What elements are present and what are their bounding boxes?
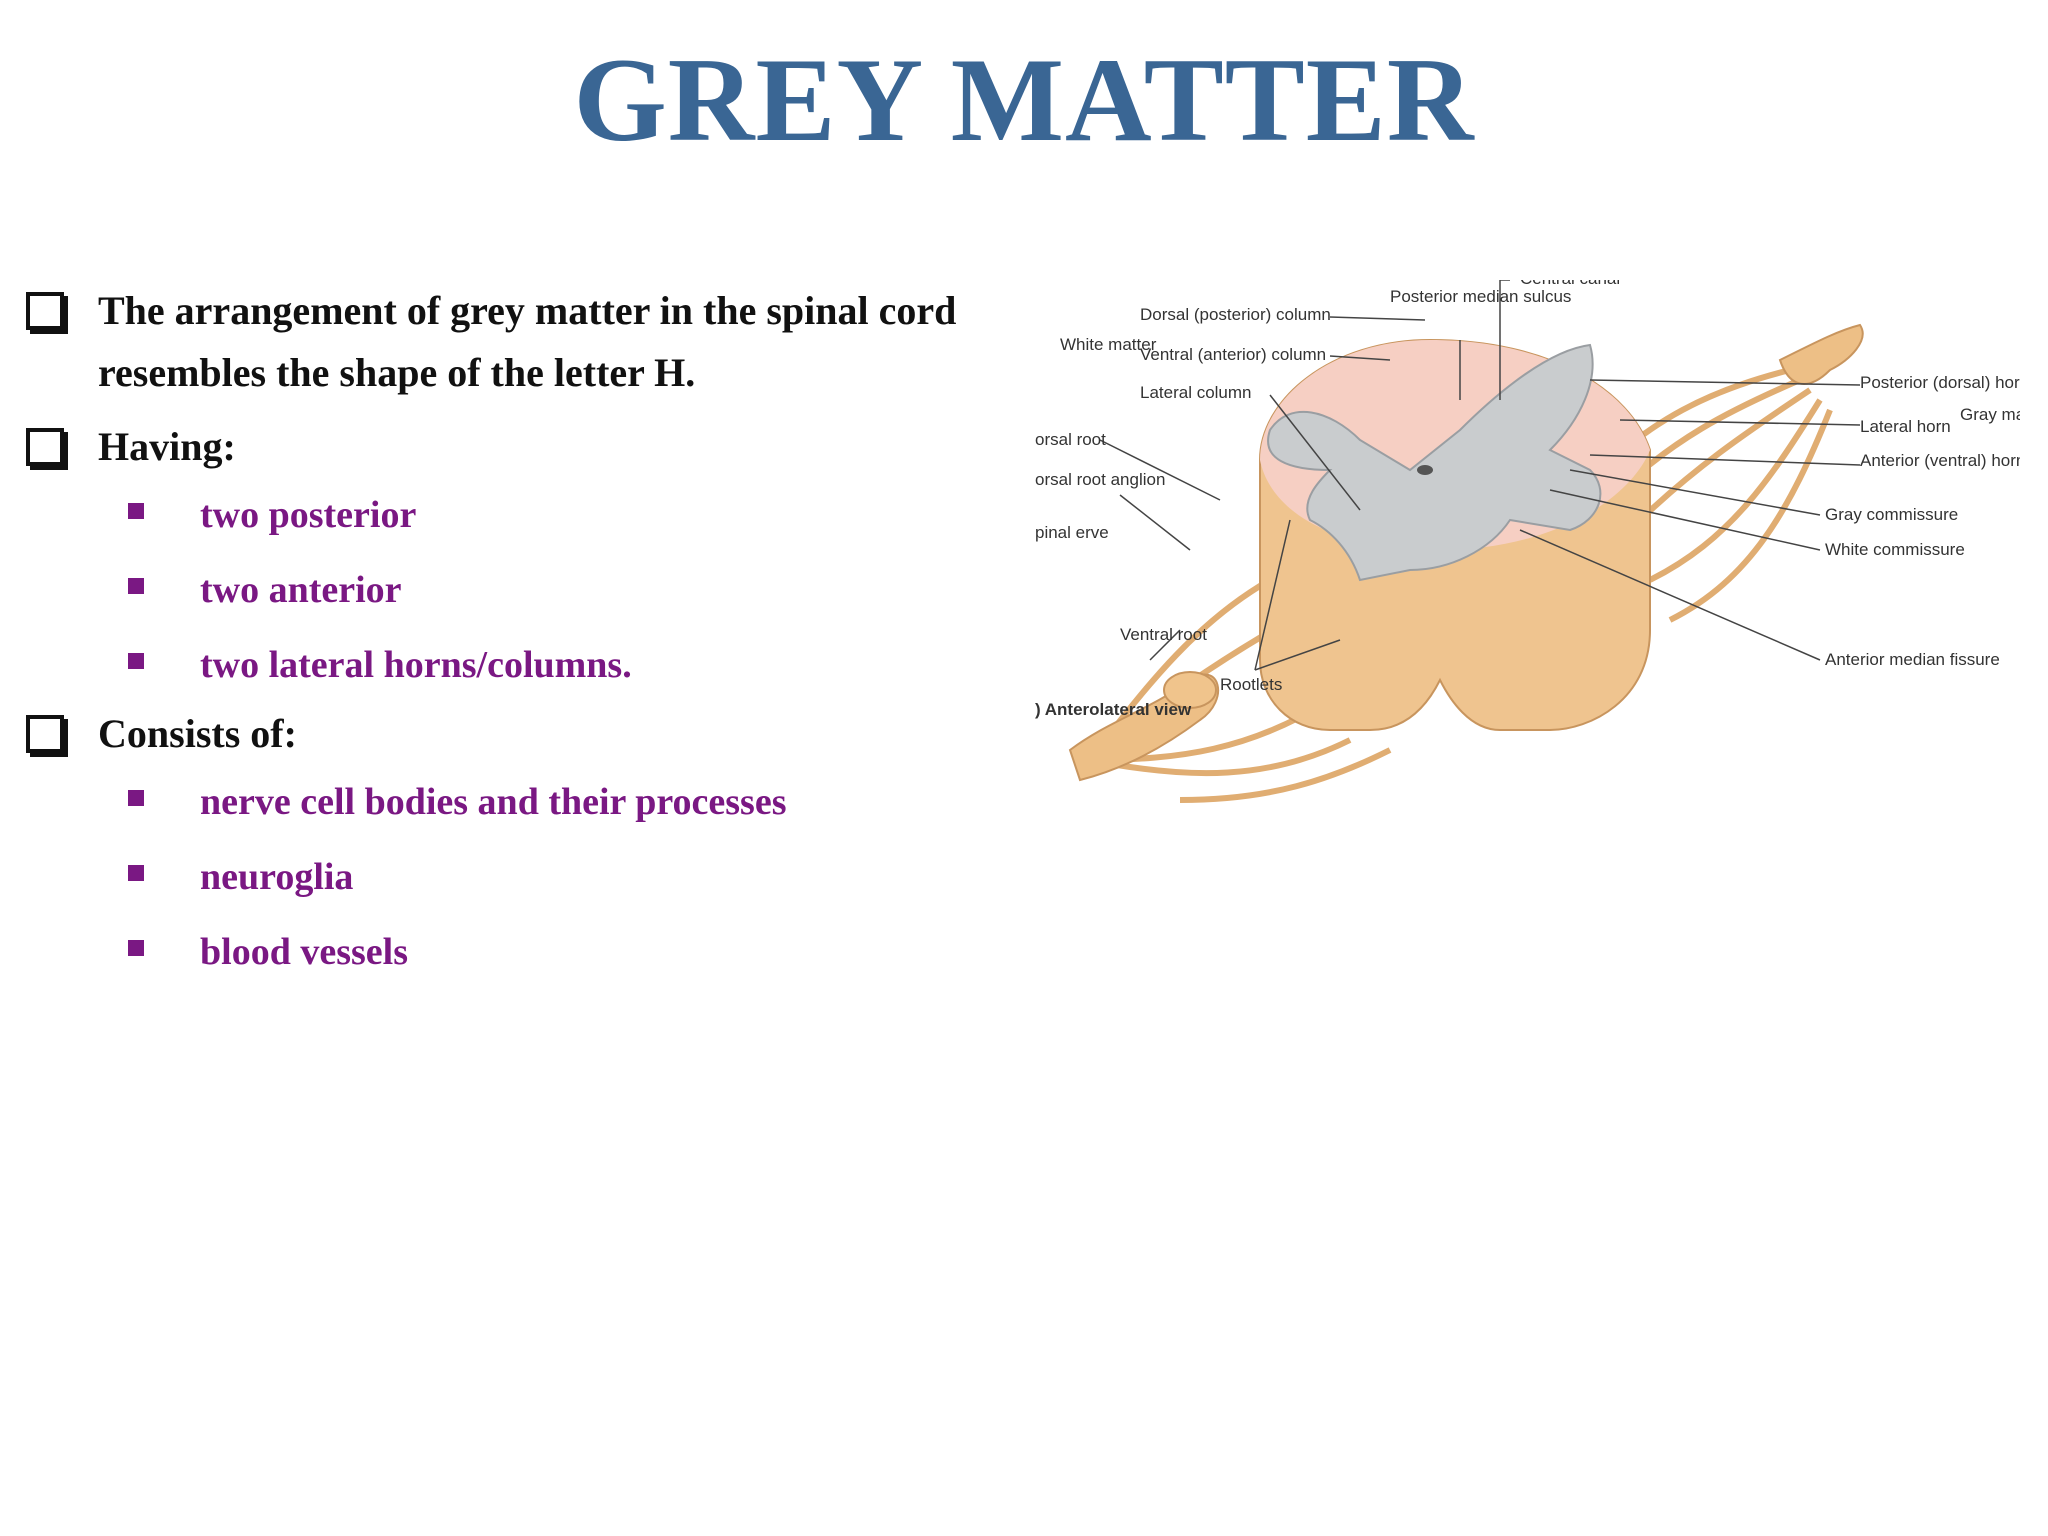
bullet-text: The arrangement of grey matter in the sp… [98, 288, 957, 395]
label-lateral-horn: Lateral horn [1860, 417, 1951, 436]
leader-lines [1099, 280, 1861, 671]
label-posterior-horn: Posterior (dorsal) horn [1860, 373, 2020, 392]
sub-bullet-item: two lateral horns/columns. [22, 628, 1022, 703]
checkbox-bullet-icon [26, 428, 64, 466]
label-lateral-column: Lateral column [1140, 383, 1252, 402]
label-gray-matter: Gray matt [1960, 405, 2020, 424]
sub-bullet-item: blood vessels [22, 915, 1022, 990]
slide-title: GREY MATTER [573, 33, 1475, 166]
sub-bullet-text: neuroglia [200, 856, 354, 898]
sub-bullet-text: blood vessels [200, 931, 408, 973]
square-bullet-icon [128, 940, 144, 956]
label-anterior-horn: Anterior (ventral) horn [1860, 451, 2020, 470]
label-anterolateral-view: ) Anterolateral view [1035, 700, 1192, 719]
label-dorsal-root-ganglion: orsal root anglion [1035, 470, 1165, 489]
label-dorsal-root: orsal root [1035, 430, 1106, 449]
square-bullet-icon [128, 503, 144, 519]
bullet-item: Consists of: [22, 703, 1022, 765]
square-bullet-icon [128, 653, 144, 669]
sub-bullet-text: two lateral horns/columns. [200, 644, 632, 686]
sub-bullet-item: neuroglia [22, 840, 1022, 915]
square-bullet-icon [128, 865, 144, 881]
checkbox-bullet-icon [26, 292, 64, 330]
label-rootlets: Rootlets [1220, 675, 1282, 694]
sub-bullet-text: two posterior [200, 494, 417, 536]
spinal-nerve-right [1778, 323, 1864, 385]
sub-bullet-text: two anterior [200, 569, 402, 611]
grey-matter-h [1267, 343, 1602, 582]
sub-bullet-text: nerve cell bodies and their processes [200, 781, 787, 823]
label-ventral-column: Ventral (anterior) column [1140, 345, 1326, 364]
bullet-list: The arrangement of grey matter in the sp… [22, 280, 1022, 990]
square-bullet-icon [128, 578, 144, 594]
label-dorsal-column: Dorsal (posterior) column [1140, 305, 1331, 324]
bullet-item: Having: [22, 416, 1022, 478]
bullet-text: Consists of: [98, 711, 297, 756]
label-ventral-root: Ventral root [1120, 625, 1207, 644]
dorsal-root-ganglion [1163, 671, 1217, 709]
sub-bullet-item: two posterior [22, 478, 1022, 553]
label-white-commissure: White commissure [1825, 540, 1965, 559]
label-posterior-median-sulcus: Posterior median sulcus [1390, 287, 1571, 306]
square-bullet-icon [128, 790, 144, 806]
label-gray-commissure: Gray commissure [1825, 505, 1958, 524]
label-spinal-nerve: pinal erve [1035, 523, 1109, 542]
bullet-item: The arrangement of grey matter in the sp… [22, 280, 1022, 404]
bullet-text: Having: [98, 424, 236, 469]
label-central-canal: Central canal [1520, 280, 1620, 288]
label-white-matter: White matter [1060, 335, 1157, 354]
central-canal [1417, 465, 1433, 475]
sub-bullet-item: nerve cell bodies and their processes [22, 765, 1022, 840]
label-anterior-median-fissure: Anterior median fissure [1825, 650, 2000, 669]
sub-bullet-item: two anterior [22, 553, 1022, 628]
spinal-cord-diagram: Posterior median sulcus Central canal Do… [1035, 280, 2020, 803]
checkbox-bullet-icon [26, 715, 64, 753]
